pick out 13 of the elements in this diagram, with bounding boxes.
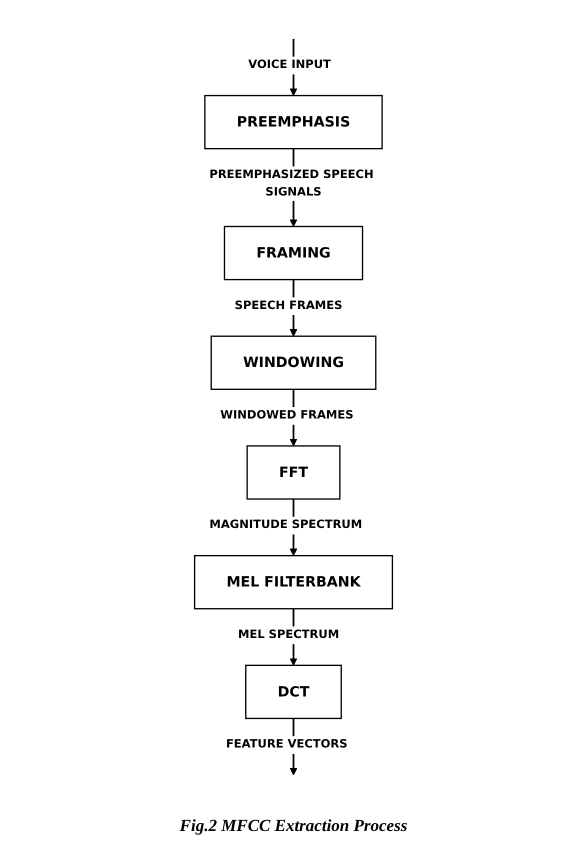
edge-label: PREEMPHASIZED SPEECH SIGNALS xyxy=(209,168,374,199)
node-box: FRAMING xyxy=(224,226,364,280)
edge-label: VOICE INPUT xyxy=(248,58,331,72)
figure-caption: Fig.2 MFCC Extraction Process xyxy=(180,816,408,836)
edge-label: FEATURE VECTORS xyxy=(226,738,348,752)
edge-label: MEL SPECTRUM xyxy=(238,628,340,642)
edge-label: SPEECH FRAMES xyxy=(234,299,342,312)
edge-label: MAGNITUDE SPECTRUM xyxy=(209,518,362,532)
edge-label: WINDOWED FRAMES xyxy=(220,408,354,422)
node-box: WINDOWING xyxy=(210,336,376,390)
node-box: FFT xyxy=(246,445,341,500)
node-box: PREEMPHASIS xyxy=(204,94,383,150)
node-box: DCT xyxy=(245,664,342,720)
